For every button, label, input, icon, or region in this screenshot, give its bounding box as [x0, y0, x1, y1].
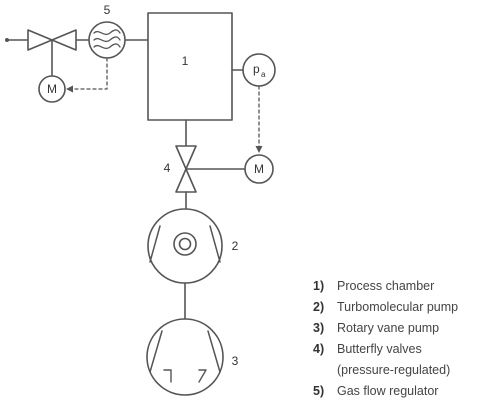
regulator-control-signal — [70, 57, 108, 90]
legend-number: 2) — [313, 300, 325, 314]
legend-item: 5) Gas flow regulator — [313, 381, 458, 402]
gas-flow-regulator — [88, 21, 126, 59]
gas-inlet-point — [5, 38, 9, 42]
label-process-chamber: 1 — [182, 54, 189, 68]
inlet-valve-motor — [38, 75, 66, 103]
pressure-gauge-symbol: p — [253, 62, 260, 76]
legend-text: Process chamber — [337, 279, 435, 293]
legend-text: Butterfly valves — [337, 342, 422, 356]
legend-number: 3) — [313, 321, 325, 335]
rotary-vane-pump — [146, 318, 224, 396]
turbomolecular-pump — [147, 208, 223, 284]
legend-text: Rotary vane pump — [337, 321, 440, 335]
butterfly-valve-motor — [244, 154, 274, 184]
legend-text: Turbomolecular pump — [337, 300, 459, 314]
legend-item: 4) Butterfly valves — [313, 339, 458, 360]
legend-item-continuation: (pressure-regulated) — [313, 360, 458, 381]
gauge-control-arrowhead — [255, 146, 263, 153]
label-turbomolecular-pump: 2 — [232, 239, 239, 253]
legend-number: 1) — [313, 279, 325, 293]
label-flow-regulator: 5 — [104, 3, 111, 17]
legend-text: (pressure-regulated) — [337, 363, 451, 377]
pressure-gauge-subscript: a — [261, 70, 266, 79]
butterfly-valve — [175, 145, 197, 193]
butterfly-valve-motor-symbol: M — [254, 162, 264, 176]
inlet-valve — [27, 29, 77, 51]
label-butterfly-valve: 4 — [164, 161, 171, 175]
legend-item: 1) Process chamber — [313, 276, 458, 297]
legend-text: Gas flow regulator — [337, 384, 439, 398]
legend-number: 5) — [313, 384, 325, 398]
label-rotary-vane-pump: 3 — [232, 354, 239, 368]
legend-item: 3) Rotary vane pump — [313, 318, 458, 339]
legend: 1) Process chamber 2) Turbomolecular pum… — [313, 276, 458, 402]
regulator-control-arrowhead — [66, 85, 73, 93]
inlet-valve-motor-symbol: M — [47, 82, 57, 96]
legend-item: 2) Turbomolecular pump — [313, 297, 458, 318]
process-chamber — [147, 12, 233, 121]
legend-number: 4) — [313, 342, 325, 356]
